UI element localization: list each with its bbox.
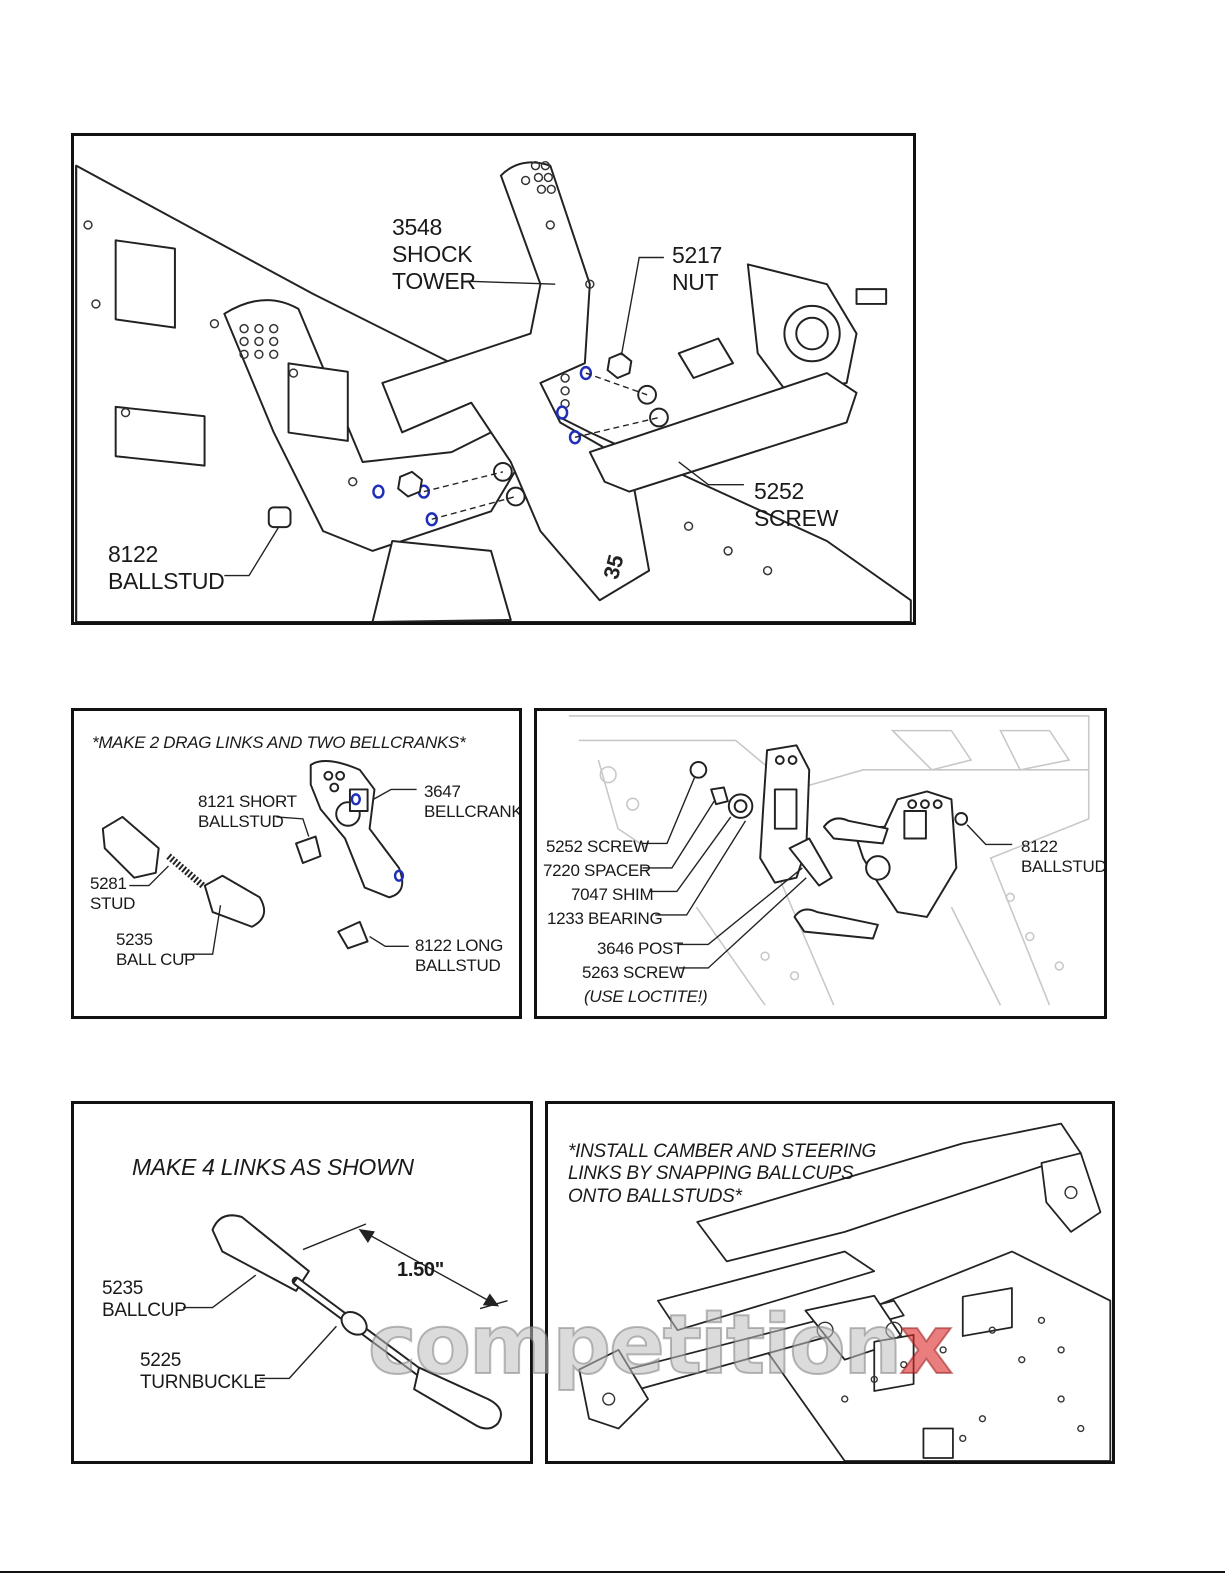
panel-drag-links-bellcranks: *MAKE 2 DRAG LINKS AND TWO BELLCRANKS* 8… xyxy=(71,708,522,1019)
post xyxy=(788,837,833,887)
nut-top xyxy=(606,352,633,380)
shock-tower-right xyxy=(381,161,651,602)
panel-bellcrank-installation: 5252 SCREW 7220 SPACER 7047 SHIM 1233 BE… xyxy=(534,708,1107,1019)
short-ballstud xyxy=(295,835,322,864)
heading-make-4-links: MAKE 4 LINKS AS SHOWN xyxy=(132,1154,414,1180)
ballcup-hex xyxy=(101,815,160,879)
drag-link-upper xyxy=(822,817,889,845)
label-screw-5263: 5263 SCREW xyxy=(582,963,685,982)
label-post-3646: 3646 POST xyxy=(597,939,684,958)
bellcrank xyxy=(309,760,404,899)
chassis-plate xyxy=(765,1250,1112,1461)
label-shim-7047: 7047 SHIM xyxy=(571,885,654,904)
lower-arm xyxy=(371,540,512,622)
watermark: competitionx xyxy=(367,1297,954,1394)
screw-3 xyxy=(493,461,513,482)
chassis-assembly-drawing xyxy=(578,1122,1112,1461)
hub-right xyxy=(1040,1152,1102,1233)
ballcup-end xyxy=(203,874,266,928)
label-use-loctite: (USE LOCTITE!) xyxy=(584,987,708,1006)
shock-tower-drawing: 35 xyxy=(75,160,912,622)
spacer xyxy=(710,786,729,806)
label-dimension-1-50: 1.50" xyxy=(397,1259,444,1281)
turnbuckle-center xyxy=(340,1310,368,1336)
screw-2 xyxy=(649,407,669,428)
label-screw-5252: 5252 SCREW xyxy=(546,837,649,856)
nut-lower xyxy=(397,470,423,498)
threaded-stud xyxy=(166,853,206,889)
long-ballstud xyxy=(337,920,369,950)
shock-tower-left xyxy=(223,299,522,552)
suspension-arm xyxy=(588,372,858,493)
screw-head xyxy=(689,761,708,779)
link-drawing xyxy=(183,1214,508,1430)
label-bearing-1233: 1233 BEARING xyxy=(547,909,663,928)
hub-left xyxy=(578,1348,649,1430)
bellcrank-drawing xyxy=(101,760,417,955)
drag-link-lower xyxy=(793,908,879,940)
screw-4 xyxy=(505,486,526,507)
label-spacer-7220: 7220 SPACER xyxy=(543,861,651,880)
ballstud-right xyxy=(954,812,969,826)
bellcrank-install-drawing xyxy=(568,715,1090,1006)
heading-make-drag-links: *MAKE 2 DRAG LINKS AND TWO BELLCRANKS* xyxy=(92,733,466,752)
ballcup-right xyxy=(413,1366,502,1430)
ballstud-body xyxy=(267,506,292,529)
bottom-rule xyxy=(0,1571,1225,1573)
front-arm-lower xyxy=(657,1250,876,1332)
